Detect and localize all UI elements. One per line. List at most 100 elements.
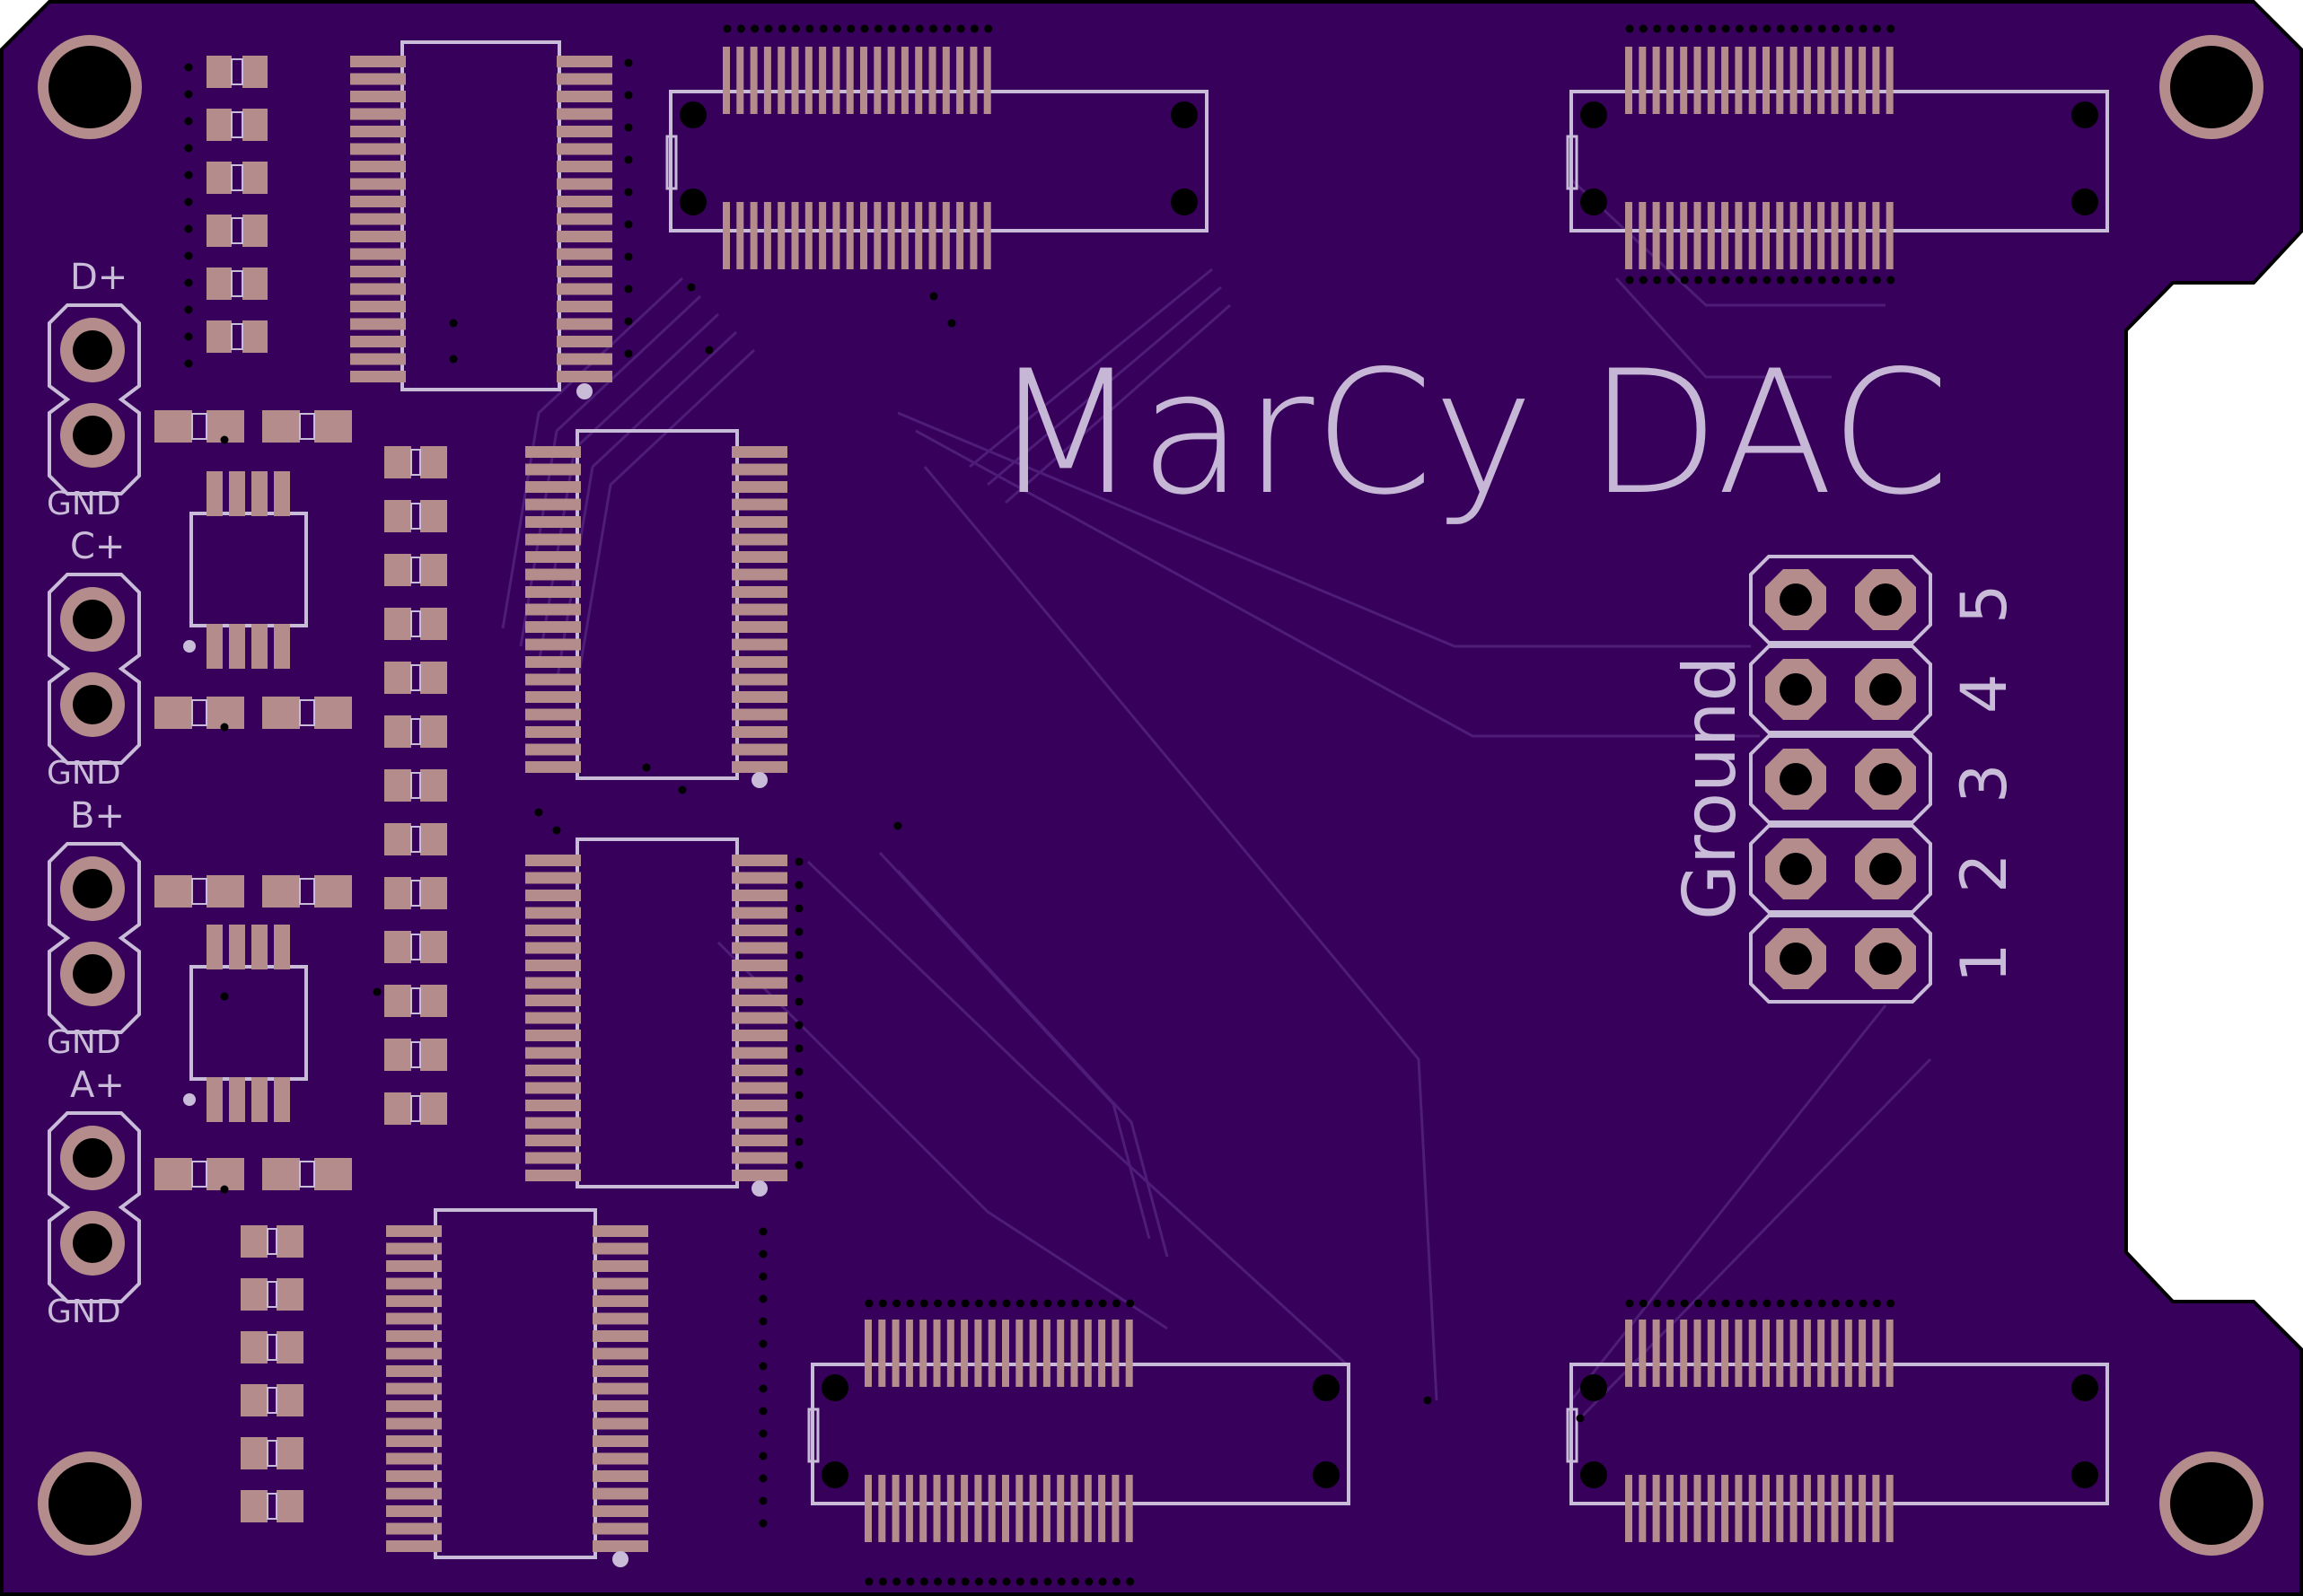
connector-pin xyxy=(1885,47,1894,114)
via-icon xyxy=(184,144,193,153)
via-icon xyxy=(1625,276,1634,285)
via-icon xyxy=(373,987,382,996)
via-icon xyxy=(1817,276,1826,285)
resistor-pad xyxy=(384,608,411,640)
resistor-pad xyxy=(277,1437,303,1469)
via-icon xyxy=(1653,276,1662,285)
connector-pin xyxy=(1693,202,1701,269)
ic-pin xyxy=(593,1347,648,1360)
ic-pin xyxy=(557,283,612,295)
ic-pin xyxy=(386,1365,442,1377)
resistor-pad xyxy=(420,554,447,586)
via-icon xyxy=(1653,24,1662,33)
via-icon xyxy=(792,24,800,33)
ic-pin xyxy=(350,283,406,295)
via-icon xyxy=(1639,1299,1648,1308)
small-ic-pin xyxy=(251,471,268,516)
via-icon xyxy=(1126,1577,1135,1586)
ic-pin xyxy=(557,126,612,137)
resistor-pad xyxy=(420,662,447,694)
via-icon xyxy=(860,24,869,33)
ic-pin xyxy=(557,266,612,277)
ic-pin xyxy=(350,231,406,242)
terminal-outline xyxy=(48,1111,141,1303)
ic-pin xyxy=(525,925,581,936)
smd-resistor xyxy=(207,56,268,88)
connector-pin xyxy=(1084,1320,1092,1387)
connector-peg xyxy=(2071,101,2098,128)
smd-resistor xyxy=(241,1437,303,1469)
via-icon xyxy=(759,1474,768,1483)
via-icon xyxy=(795,951,804,960)
connector-pin xyxy=(961,1475,969,1542)
via-icon xyxy=(1708,276,1717,285)
via-icon xyxy=(1735,276,1744,285)
ic-pin xyxy=(386,1505,442,1517)
via-icon xyxy=(1804,24,1813,33)
via-icon xyxy=(184,305,193,314)
ic-pin xyxy=(732,942,787,954)
connector-pin xyxy=(928,202,936,269)
connector-pin xyxy=(1652,1320,1660,1387)
via-icon xyxy=(865,1299,874,1308)
ic-pin xyxy=(732,481,787,493)
smd-resistor xyxy=(384,446,447,478)
pin1-marker xyxy=(612,1551,628,1567)
connector-pin xyxy=(1084,1475,1092,1542)
connector-pin xyxy=(819,202,827,269)
connector-pin xyxy=(1789,47,1798,114)
terminal-gnd-label-d: GND xyxy=(47,486,121,522)
via-icon xyxy=(759,1317,768,1326)
resistor-body xyxy=(410,718,421,745)
ic-pin xyxy=(732,463,787,476)
connector-pin xyxy=(1042,1320,1050,1387)
via-icon xyxy=(929,24,937,33)
via-icon xyxy=(1817,1299,1826,1308)
via-icon xyxy=(1872,276,1881,285)
connector-pin xyxy=(974,1475,982,1542)
small-ic-body xyxy=(189,965,308,1081)
header-row xyxy=(1749,645,1932,734)
resistor-pad xyxy=(314,875,352,908)
resistor-pad xyxy=(384,500,411,532)
terminal-label-d: D+ xyxy=(70,257,127,298)
via-icon xyxy=(220,992,229,1001)
resistor-pad xyxy=(262,410,300,443)
connector-pin xyxy=(1639,202,1647,269)
ic-pin xyxy=(525,516,581,528)
ic-pin xyxy=(386,1522,442,1535)
via-icon xyxy=(1694,276,1702,285)
connector-pin xyxy=(1762,47,1770,114)
connector-pin xyxy=(1680,1475,1688,1542)
ic-pin xyxy=(557,371,612,382)
connector-pin xyxy=(915,47,923,114)
ic-pin xyxy=(732,743,787,756)
connector-pin xyxy=(1693,1475,1701,1542)
connector-pin xyxy=(1625,1475,1632,1542)
terminal-drill xyxy=(73,1223,112,1263)
via-icon xyxy=(1071,1299,1079,1308)
connector-pin xyxy=(1707,1475,1715,1542)
via-icon xyxy=(624,58,633,67)
via-icon xyxy=(805,24,814,33)
small-ic-pin xyxy=(229,471,245,516)
connector-pin xyxy=(723,47,730,114)
connector-pin xyxy=(1748,202,1756,269)
smd-resistor xyxy=(384,1039,447,1071)
via-icon xyxy=(1776,24,1785,33)
resistor-pad xyxy=(207,267,232,300)
resistor-body xyxy=(231,270,243,297)
via-icon xyxy=(736,24,745,33)
via-icon xyxy=(449,319,458,328)
connector-pin xyxy=(846,47,854,114)
via-icon xyxy=(1776,276,1785,285)
via-icon xyxy=(795,1044,804,1053)
ic-pin xyxy=(732,708,787,721)
terminal-label-a: A+ xyxy=(70,1065,125,1106)
small-ic-pin xyxy=(251,1077,268,1122)
via-icon xyxy=(989,1577,998,1586)
resistor-body xyxy=(267,1387,277,1414)
via-icon xyxy=(624,188,633,197)
ic-pin xyxy=(557,73,612,85)
resistor-body xyxy=(267,1334,277,1361)
